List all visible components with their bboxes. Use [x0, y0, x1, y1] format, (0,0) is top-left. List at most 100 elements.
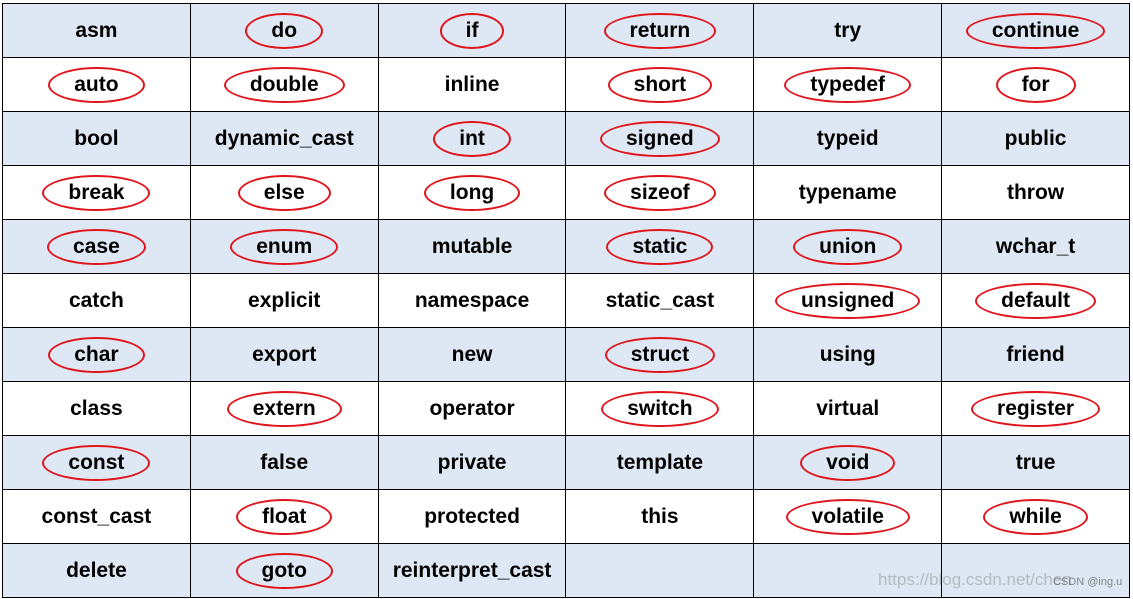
table-cell: new	[377, 327, 567, 382]
table-cell: explicit	[189, 273, 379, 328]
table-cell: goto	[189, 543, 379, 598]
keyword-circled: return	[603, 12, 717, 49]
table-cell: long	[377, 165, 567, 220]
table-cell: const	[2, 435, 191, 490]
keyword: try	[834, 18, 862, 42]
table-cell: wchar_t	[941, 219, 1130, 274]
table-cell: class	[2, 381, 191, 436]
table-cell: public	[941, 111, 1130, 166]
keyword-circled: if	[439, 12, 505, 49]
keyword-circled: double	[223, 66, 345, 103]
keyword: dynamic_cast	[214, 126, 354, 150]
table-cell	[941, 543, 1130, 598]
table-cell	[565, 543, 755, 598]
keyword-circled: signed	[600, 120, 720, 157]
table-cell: protected	[377, 489, 567, 544]
table-cell: short	[565, 57, 755, 112]
table-cell: false	[189, 435, 379, 490]
keyword: private	[437, 450, 507, 474]
table-cell: int	[377, 111, 567, 166]
table-cell: const_cast	[2, 489, 191, 544]
keyword: false	[260, 450, 309, 474]
table-cell: using	[753, 327, 943, 382]
table-cell: register	[941, 381, 1130, 436]
table-cell: if	[377, 3, 567, 58]
keyword-circled: enum	[230, 228, 339, 265]
table-row: delete goto reinterpret_cast	[2, 543, 1130, 598]
keyword-circled: static	[606, 228, 714, 265]
table-cell: inline	[377, 57, 567, 112]
keyword-circled: volatile	[785, 498, 910, 535]
keyword: catch	[68, 288, 124, 312]
keyword: delete	[66, 558, 127, 582]
watermark-url: https://blog.csdn.net/chen	[878, 570, 1072, 589]
keyword: typeid	[816, 126, 879, 150]
table-cell: this	[565, 489, 755, 544]
table-row: const_cast float protected this volatile whil…	[2, 489, 1130, 544]
table-row: case enum mutable static union wchar_t	[2, 219, 1130, 274]
table-cell: throw	[941, 165, 1130, 220]
table-row: const false private template void true	[2, 435, 1130, 490]
table-cell: template	[565, 435, 755, 490]
table-cell: void	[753, 435, 943, 490]
keyword-circled: int	[433, 120, 511, 157]
table-cell: volatile	[753, 489, 943, 544]
keyword-circled: goto	[235, 552, 333, 589]
table-row: bool dynamic_cast int signed typeid public	[2, 111, 1130, 166]
table-cell: mutable	[377, 219, 567, 274]
table-cell: bool	[2, 111, 191, 166]
keyword-circled: char	[48, 336, 145, 373]
table-cell: reinterpret_cast	[377, 543, 567, 598]
table-cell: friend	[941, 327, 1130, 382]
table-cell: enum	[189, 219, 379, 274]
keyword: protected	[424, 504, 520, 528]
keyword: const_cast	[41, 504, 152, 528]
table-cell: typename	[753, 165, 943, 220]
keyword-circled: float	[236, 498, 333, 535]
table-cell	[753, 543, 943, 598]
table-row: char export new struct using friend	[2, 327, 1130, 382]
table-cell: while	[941, 489, 1130, 544]
table-cell: auto	[2, 57, 191, 112]
table-cell: typeid	[753, 111, 943, 166]
keyword: using	[819, 342, 876, 366]
table-cell: private	[377, 435, 567, 490]
keyword-circled: unsigned	[775, 282, 921, 319]
keyword: explicit	[248, 288, 321, 312]
table-cell: do	[189, 3, 379, 58]
keyword: template	[616, 450, 704, 474]
keyword: bool	[74, 126, 119, 150]
keyword-circled: short	[607, 66, 713, 103]
keyword: virtual	[816, 396, 880, 420]
table-cell: float	[189, 489, 379, 544]
keyword-circled: const	[42, 444, 151, 481]
table-cell: typedef	[753, 57, 943, 112]
table-cell: union	[753, 219, 943, 274]
keyword-circled: void	[800, 444, 896, 481]
keyword-circled: extern	[226, 390, 342, 427]
keyword: true	[1015, 450, 1056, 474]
keyword: mutable	[431, 234, 513, 258]
keyword-circled: struct	[604, 336, 716, 373]
keyword-circled: auto	[48, 66, 145, 103]
table-cell: case	[2, 219, 191, 274]
table-cell: switch	[565, 381, 755, 436]
table-cell: virtual	[753, 381, 943, 436]
keyword: wchar_t	[995, 234, 1076, 258]
keyword-circled: case	[47, 228, 146, 265]
keyword-circled: continue	[965, 12, 1106, 49]
keyword: typename	[798, 180, 897, 204]
table-cell: namespace	[377, 273, 567, 328]
table-cell: catch	[2, 273, 191, 328]
keyword: export	[252, 342, 317, 366]
table-cell: for	[941, 57, 1130, 112]
keyword-circled: union	[793, 228, 903, 265]
table-cell: export	[189, 327, 379, 382]
table-cell: double	[189, 57, 379, 112]
keyword-circled: switch	[601, 390, 719, 427]
